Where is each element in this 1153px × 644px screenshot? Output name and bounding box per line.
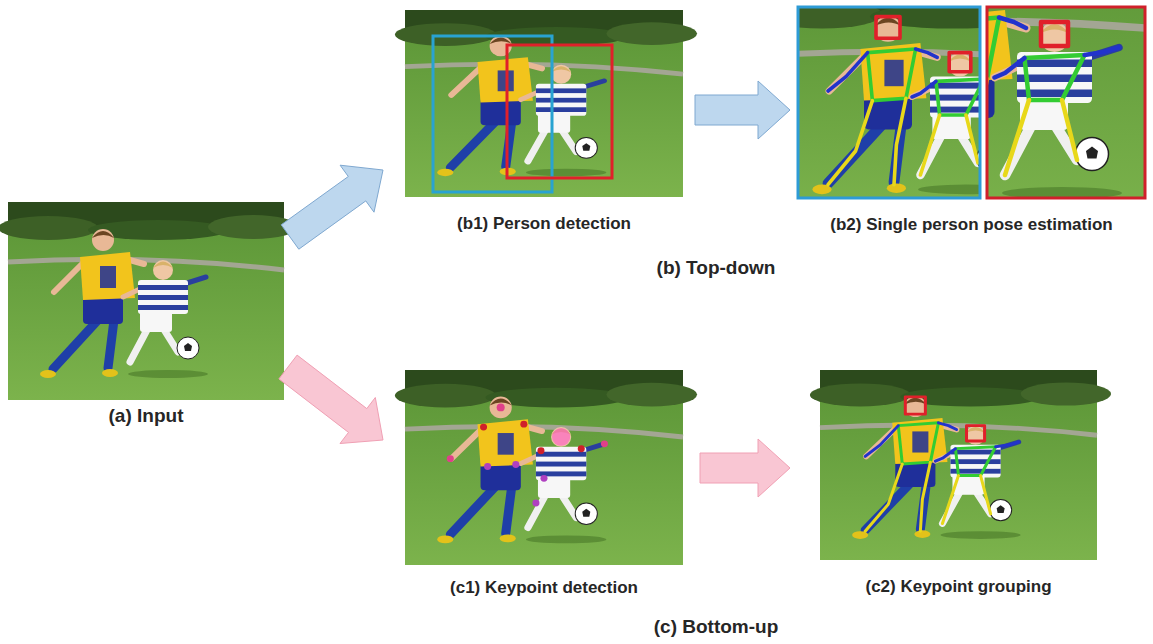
illustration-part xyxy=(395,370,697,565)
illustration-part xyxy=(987,7,1145,198)
illustration-part xyxy=(987,7,1145,198)
illustration-part xyxy=(828,17,980,185)
illustration-part xyxy=(865,397,1019,531)
image-panel: (c1) Keypoint detection xyxy=(405,370,683,598)
illustration-part xyxy=(0,202,298,400)
keypoint-photo xyxy=(395,370,697,565)
panel-caption: (c2) Keypoint grouping xyxy=(865,577,1051,597)
grouping-photo xyxy=(810,370,1111,560)
image-panel: (a) Input xyxy=(8,202,284,428)
illustration-part xyxy=(987,7,1145,198)
image-panel: (b2) Single person pose estimation xyxy=(798,7,1145,235)
illustration-part xyxy=(507,45,612,178)
group-label: (c) Bottom-up xyxy=(654,616,779,639)
illustration-part xyxy=(395,10,697,197)
block-arrow xyxy=(279,355,383,443)
image-panel: (b1) Person detection xyxy=(405,10,683,234)
panel-caption: (b1) Person detection xyxy=(457,214,631,234)
panel-caption: (b2) Single person pose estimation xyxy=(830,215,1112,235)
block-arrow xyxy=(695,81,790,139)
illustration-part xyxy=(987,7,1145,198)
block-arrow xyxy=(700,439,790,497)
illustration-part xyxy=(987,7,1119,187)
illustration-part xyxy=(798,7,980,198)
illustration-part xyxy=(810,370,1111,560)
illustration-part xyxy=(798,7,980,198)
illustration-part xyxy=(433,36,552,192)
illustration-part xyxy=(798,7,980,198)
single-pose-crops xyxy=(762,0,1153,232)
detection-photo xyxy=(395,10,697,197)
illustration-part xyxy=(798,7,980,198)
illustration-part xyxy=(395,10,697,197)
panel-caption: (c1) Keypoint detection xyxy=(450,578,638,598)
image-panel: (c2) Keypoint grouping xyxy=(820,370,1097,597)
panel-caption: (a) Input xyxy=(109,405,184,428)
block-arrow xyxy=(281,165,383,249)
group-label: (b) Top-down xyxy=(657,257,776,280)
illustration-part xyxy=(447,403,608,506)
input-photo xyxy=(0,202,298,400)
